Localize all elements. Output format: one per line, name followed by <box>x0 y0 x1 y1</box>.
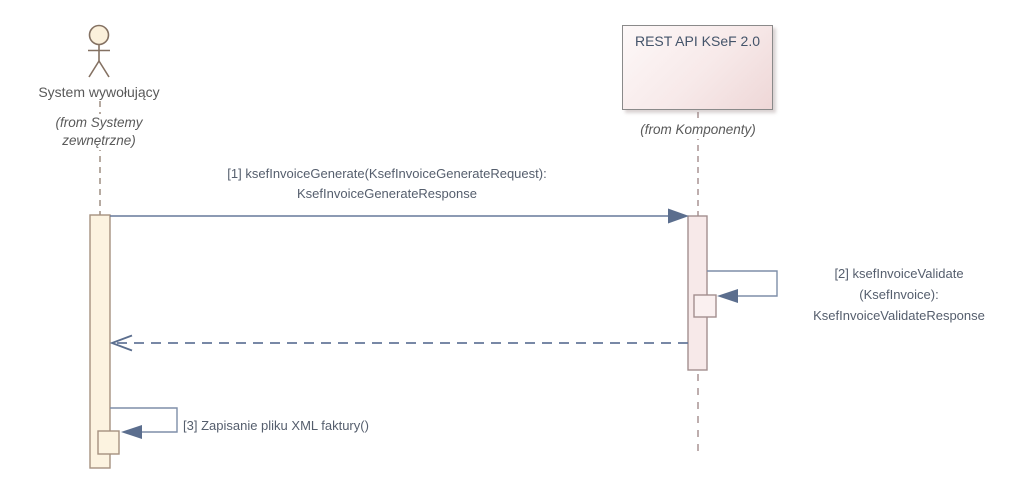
message-2-line <box>707 270 778 297</box>
message-3-line <box>110 407 178 433</box>
api-activation-bar <box>687 215 708 371</box>
actor-head <box>88 24 110 46</box>
caller-activation-bar <box>89 214 111 469</box>
message-1-arrow <box>110 208 689 224</box>
message-2-arrow <box>707 270 778 303</box>
caller-name-label: System wywołujący <box>4 84 194 101</box>
message-1-arrowhead-icon <box>668 208 689 224</box>
message-2-label: [2] ksefInvoiceValidate (KsefInvoice): K… <box>813 266 985 323</box>
actor-icon <box>88 24 110 78</box>
api-component-box: REST API KSeF 2.0 <box>622 25 773 110</box>
caller-nested-activation <box>97 430 120 455</box>
message-1-label: [1] ksefInvoiceGenerate(KsefInvoiceGener… <box>227 166 547 201</box>
caller-stereotype-label: (from Systemy zewnętrzne) <box>19 114 179 150</box>
return-arrowhead-icon <box>109 334 133 352</box>
message-3-arrow <box>110 407 178 439</box>
api-stereotype-label: (from Komponenty) <box>613 121 783 139</box>
actor-leg-right <box>98 60 110 78</box>
api-nested-activation <box>693 294 717 318</box>
message-3-label: [3] Zapisanie pliku XML faktury() <box>183 418 369 433</box>
return-message-arrow <box>109 334 688 352</box>
message-2-arrowhead-icon <box>717 289 738 303</box>
message-3-arrowhead-icon <box>121 425 142 439</box>
actor-leg-left <box>88 60 100 78</box>
api-component-title: REST API KSeF 2.0 <box>634 33 761 49</box>
